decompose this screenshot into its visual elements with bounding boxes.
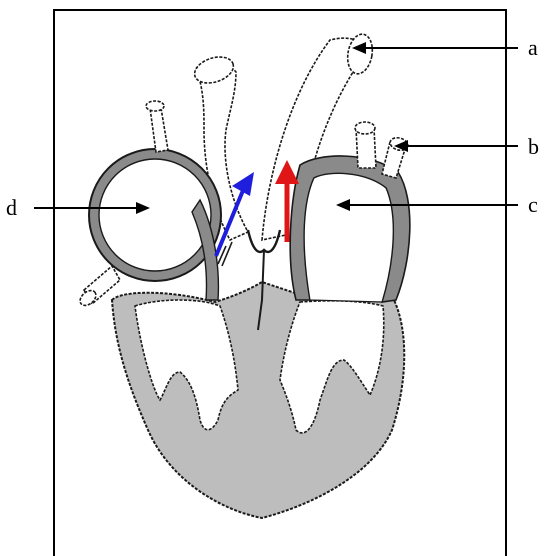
atrium-c-chamber — [304, 173, 393, 302]
label-b: b — [528, 134, 539, 159]
pointer-b — [394, 140, 518, 152]
vessel-c-small-1-opening — [355, 122, 375, 134]
pointer-a — [352, 42, 518, 54]
vessel-d-top-opening — [146, 101, 164, 111]
label-d: d — [6, 195, 17, 220]
label-a: a — [528, 35, 538, 60]
label-c: c — [528, 192, 538, 217]
